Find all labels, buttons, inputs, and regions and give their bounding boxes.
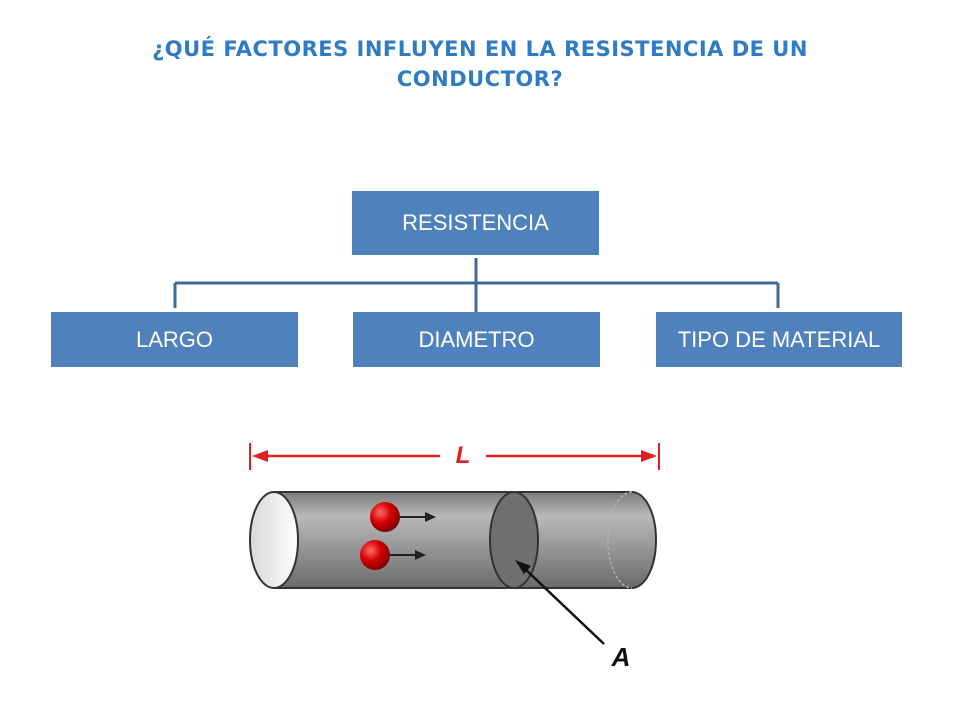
node-tipo-de-material: TIPO DE MATERIAL bbox=[656, 312, 902, 367]
area-pointer bbox=[523, 567, 605, 645]
charge-particle bbox=[370, 502, 436, 532]
node-largo: LARGO bbox=[51, 312, 298, 367]
length-label: L bbox=[456, 442, 471, 469]
conductor-end-cap bbox=[249, 491, 299, 589]
arrow-up-left-icon bbox=[515, 560, 531, 574]
arrow-right-icon bbox=[425, 512, 436, 522]
charge-particle bbox=[360, 540, 426, 570]
conductor-far-end bbox=[607, 491, 633, 589]
arrow-left-icon bbox=[252, 450, 268, 462]
node-resistencia: RESISTENCIA bbox=[352, 191, 599, 255]
cross-section-area bbox=[489, 491, 539, 589]
node-diametro: DIAMETRO bbox=[353, 312, 600, 367]
area-label: A bbox=[611, 642, 631, 672]
arrow-right-icon bbox=[641, 450, 657, 462]
length-dimension bbox=[249, 443, 660, 470]
conductor-body bbox=[273, 491, 657, 589]
arrow-right-icon bbox=[415, 550, 426, 560]
page-title: ¿QUÉ FACTORES INFLUYEN EN LA RESISTENCIA… bbox=[152, 37, 808, 91]
